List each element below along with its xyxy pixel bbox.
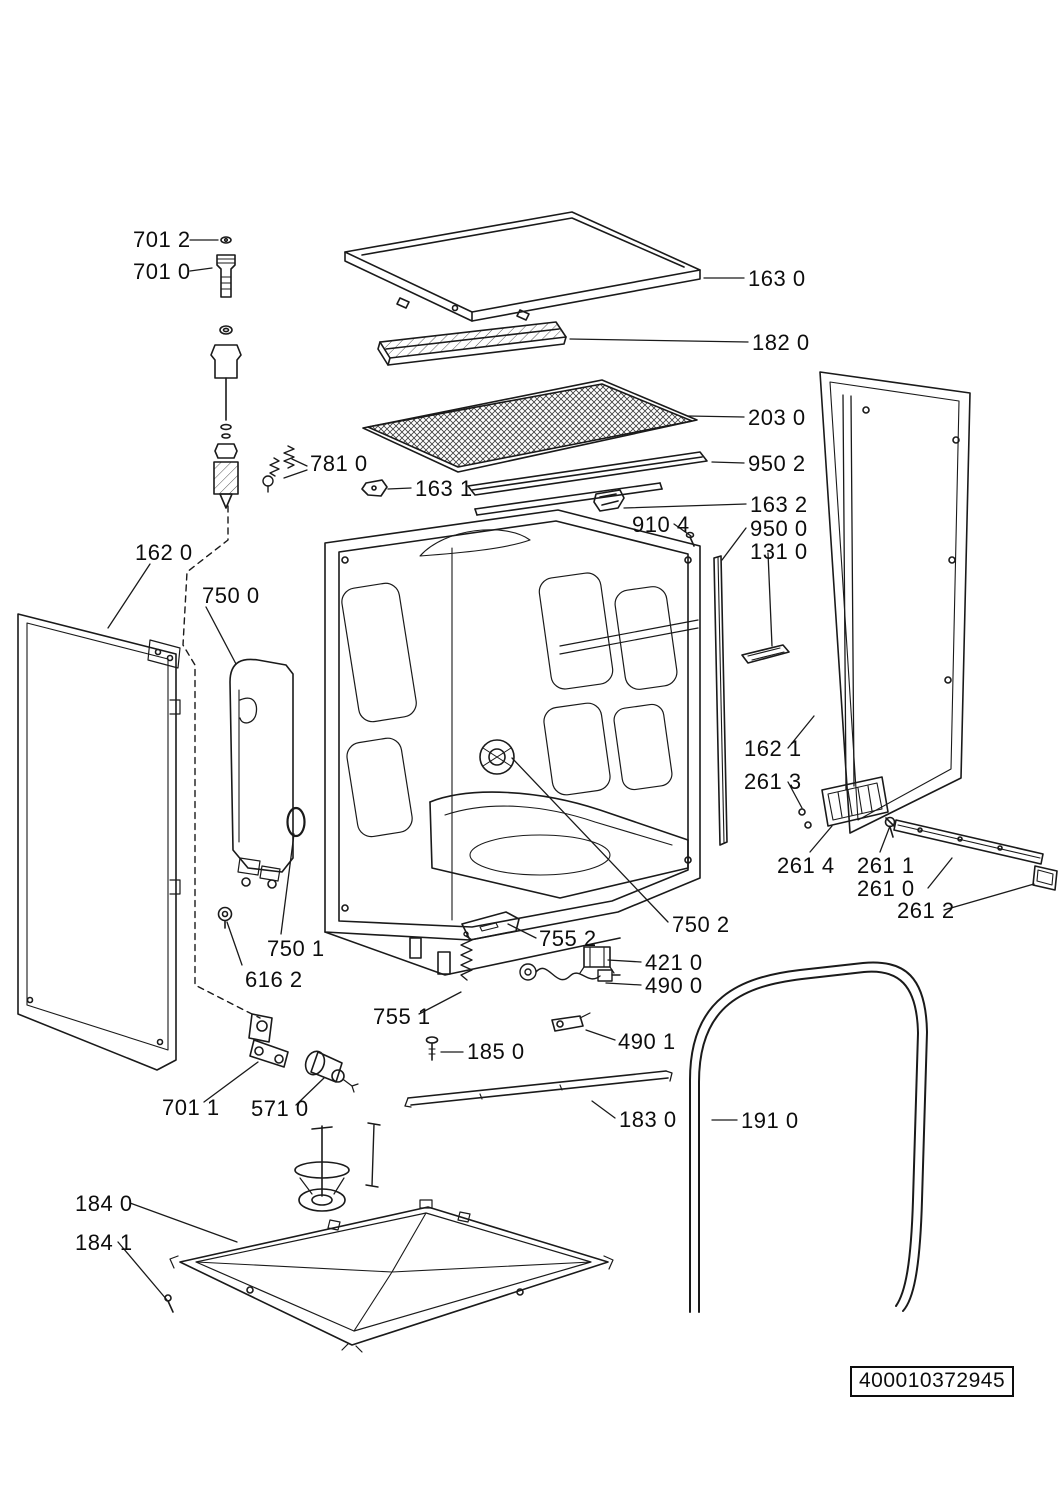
bracket-421-0	[579, 946, 615, 974]
endcap-261-2	[1032, 865, 1058, 891]
door-seal	[689, 961, 928, 1313]
front-rail-bracket	[474, 482, 663, 516]
bracket-755-2	[461, 911, 520, 941]
part-label-131-0: 131 0	[750, 539, 808, 564]
part-label-781-0: 781 0	[310, 451, 368, 476]
switch-490-1	[551, 1012, 591, 1032]
part-label-162-0: 162 0	[135, 540, 193, 565]
right-rear-panel	[819, 371, 971, 834]
part-label-755-1: 755 1	[373, 1004, 431, 1029]
part-label-750-1: 750 1	[267, 936, 325, 961]
part-label-750-2: 750 2	[672, 912, 730, 937]
pump-571-0	[304, 1050, 359, 1093]
part-label-701-0: 701 0	[133, 259, 191, 284]
doc-number-box: 400010372945	[850, 1366, 1015, 1397]
part-label-755-2: 755 2	[539, 926, 597, 951]
part-label-184-0: 184 0	[75, 1191, 133, 1216]
part-label-490-1: 490 1	[618, 1029, 676, 1054]
clip-163-1	[361, 479, 388, 497]
hinge-701-1	[248, 1013, 289, 1068]
insulation-strip	[377, 321, 567, 366]
part-label-950-0: 950 0	[750, 516, 808, 541]
part-label-261-1: 261 1	[857, 853, 915, 878]
tub-assembly	[324, 509, 701, 976]
left-side-panel	[17, 613, 181, 1071]
strip-950-0	[713, 555, 728, 846]
screw-184-1	[164, 1294, 174, 1313]
part-label-261-3: 261 3	[744, 769, 802, 794]
part-label-490-0: 490 0	[645, 973, 703, 998]
harness-490-0	[519, 963, 621, 982]
doc-number: 400010372945	[859, 1369, 1006, 1392]
bracket-261-4	[821, 776, 889, 827]
inlet-valve-assembly	[210, 236, 242, 509]
part-label-750-0: 750 0	[202, 583, 260, 608]
rail-261-0	[893, 819, 1044, 865]
part-label-163-1: 163 1	[415, 476, 473, 501]
part-label-184-1: 184 1	[75, 1230, 133, 1255]
mesh-panel	[362, 379, 698, 473]
clip-616-2	[217, 906, 233, 929]
part-label-163-2: 163 2	[750, 492, 808, 517]
part-label-191-0: 191 0	[741, 1108, 799, 1133]
springs-781-0	[262, 445, 295, 493]
part-label-261-4: 261 4	[777, 853, 835, 878]
part-label-183-0: 183 0	[619, 1107, 677, 1132]
part-label-163-0: 163 0	[748, 266, 806, 291]
part-label-701-1: 701 1	[162, 1095, 220, 1120]
leader-lines	[107, 239, 1035, 1301]
inner-door-panel	[229, 658, 294, 889]
o-ring-750-1	[286, 806, 306, 838]
part-label-203-0: 203 0	[748, 405, 806, 430]
worktop-panel	[344, 211, 701, 322]
part-label-261-2: 261 2	[897, 898, 955, 923]
hose-routing	[182, 505, 261, 1019]
screw-185-0	[425, 1036, 439, 1061]
part-label-950-2: 950 2	[748, 451, 806, 476]
base-pan	[169, 1199, 614, 1353]
part-label-261-0: 261 0	[857, 876, 915, 901]
part-label-910-4: 910 4	[632, 512, 690, 537]
part-label-571-0: 571 0	[251, 1096, 309, 1121]
top-rail	[467, 451, 708, 496]
part-label-421-0: 421 0	[645, 950, 703, 975]
rail-183-0	[404, 1070, 673, 1108]
part-label-182-0: 182 0	[752, 330, 810, 355]
spray-arm-assembly	[294, 1122, 381, 1212]
bar-131-0	[741, 644, 790, 664]
part-label-616-2: 616 2	[245, 967, 303, 992]
part-label-701-2: 701 2	[133, 227, 191, 252]
part-label-162-1: 162 1	[744, 736, 802, 761]
spring-755-1	[460, 931, 473, 981]
part-label-185-0: 185 0	[467, 1039, 525, 1064]
